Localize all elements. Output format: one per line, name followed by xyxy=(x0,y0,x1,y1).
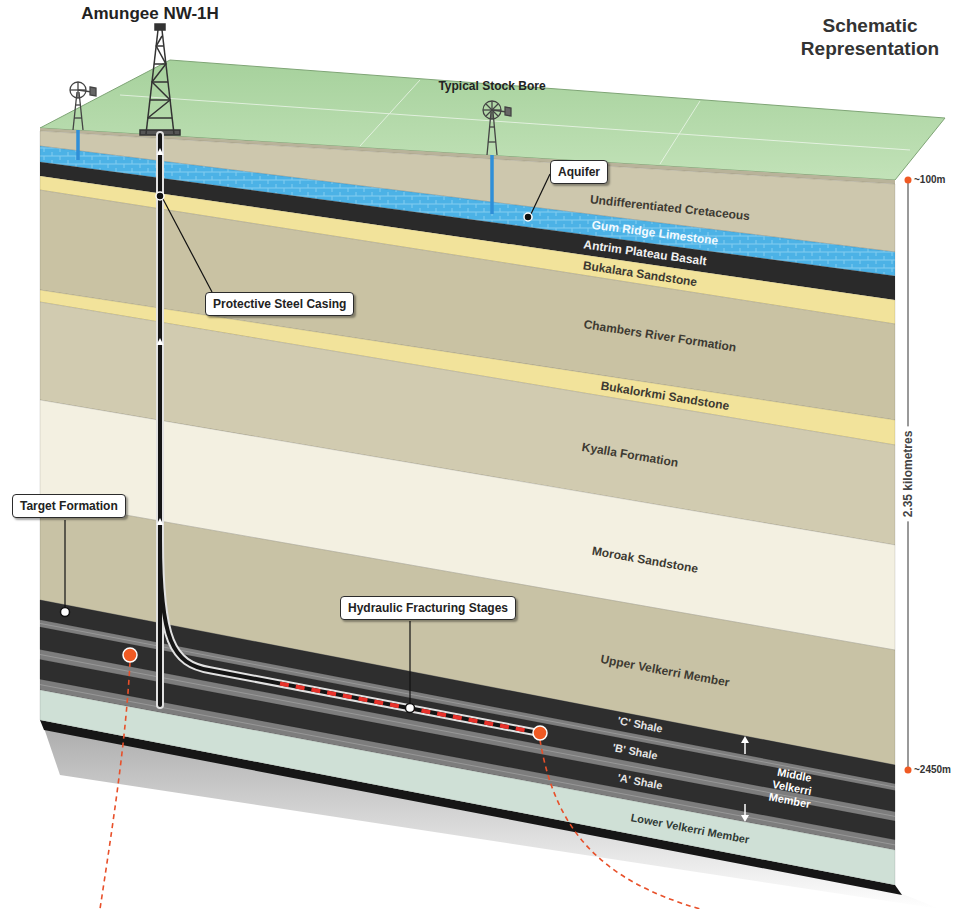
callout-text: Target Formation xyxy=(20,498,118,514)
shale-band xyxy=(40,659,895,839)
callout-box: Hydraulic Fracturing Stages xyxy=(340,596,516,620)
thickness-arrow xyxy=(741,736,749,822)
callout-box: Target Formation xyxy=(12,494,126,518)
callout-text: Protective Steel Casing xyxy=(213,296,346,312)
well-bore xyxy=(160,135,540,733)
well-name: Amungee NW-1H xyxy=(81,4,219,24)
depth-label: ~2450m xyxy=(914,764,951,776)
rock-layers xyxy=(40,131,895,885)
callout-text: Hydraulic Fracturing Stages xyxy=(348,600,508,616)
marker-dot xyxy=(61,192,548,740)
dimension-label: 2.35 kilometres xyxy=(900,427,916,522)
depth-label: ~100m xyxy=(914,174,945,186)
well-name: Amungee NW-1H xyxy=(81,4,219,24)
windmill-icon xyxy=(70,82,96,160)
drilling-rig xyxy=(140,24,180,135)
dimension-label: 2.35 kilometres xyxy=(900,427,916,522)
title-block: Schematic Representation xyxy=(785,14,955,60)
icon-label: Typical Stock Bore xyxy=(438,79,545,93)
callout-text: Aquifer xyxy=(558,164,600,180)
dashed-pointer xyxy=(100,662,700,909)
icon-label: Typical Stock Bore xyxy=(438,79,545,93)
diagram-title: Schematic Representation xyxy=(785,14,955,60)
shale-laminae xyxy=(40,623,895,845)
casing-marker xyxy=(157,148,164,525)
depth-label: ~2450m xyxy=(914,764,951,776)
callout-box: Aquifer xyxy=(550,160,608,184)
windmill-icon xyxy=(483,101,511,214)
leader-line xyxy=(65,174,550,703)
callout-box: Protective Steel Casing xyxy=(205,292,354,316)
depth-label: ~100m xyxy=(914,174,945,186)
